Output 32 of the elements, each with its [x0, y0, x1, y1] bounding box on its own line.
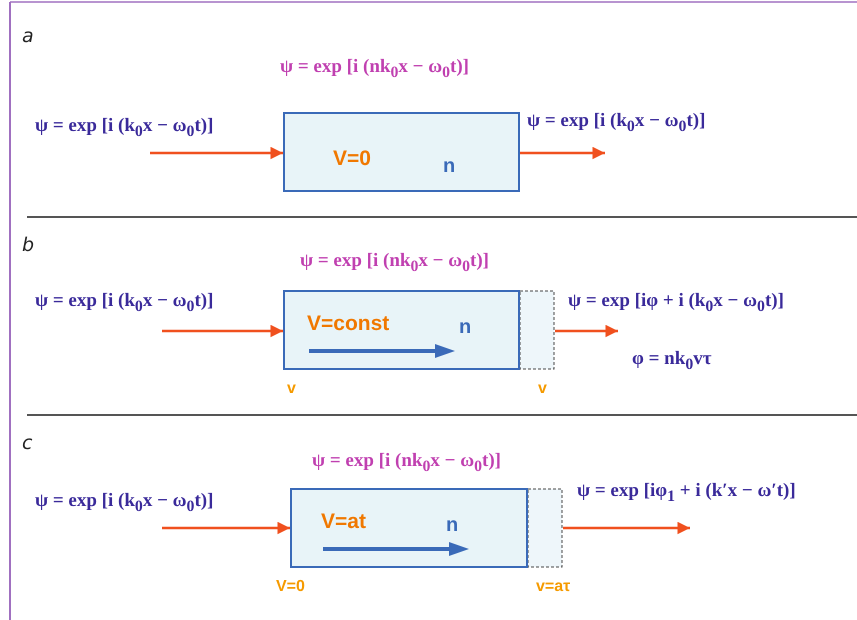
velocity-label: v=aτ — [536, 578, 570, 596]
velocity-label: V=0 — [333, 147, 371, 171]
medium-box — [290, 488, 563, 568]
velocity-label: v — [538, 380, 547, 398]
panel-letter: b — [22, 234, 34, 256]
velocity-label: V=at — [321, 510, 366, 534]
phase-formula: φ = nk$_{0}$vτ — [632, 348, 712, 374]
velocity-label: V=0 — [276, 578, 305, 596]
wave-formula: ψ = exp [i (k$_{0}$x − ω$_{0}$t)] — [35, 115, 214, 141]
wave-formula: ψ = exp [iφ$_{1}$ + i (k′x − ω′t)] — [577, 480, 796, 506]
panel-letter: c — [22, 432, 32, 454]
medium-box — [283, 112, 520, 192]
wave-arrow — [555, 324, 618, 338]
wave-arrow — [162, 522, 290, 534]
wave-arrow — [520, 146, 605, 160]
wave-formula: ψ = exp [i (k$_{0}$x − ω$_{0}$t)] — [35, 490, 214, 516]
wave-formula: ψ = exp [i (nk$_{0}$x − ω$_{0}$t)] — [280, 56, 470, 82]
velocity-label: V=const — [307, 312, 390, 336]
wave-formula: ψ = exp [i (k$_{0}$x − ω$_{0}$t)] — [527, 110, 706, 136]
panel-letter: a — [22, 25, 34, 47]
refractive-index-label: n — [443, 155, 456, 178]
wave-arrow — [162, 324, 283, 338]
wave-arrow — [563, 522, 690, 534]
velocity-label: v — [287, 380, 296, 398]
refractive-index-label: n — [446, 514, 458, 537]
medium-box — [283, 290, 555, 370]
wave-formula: ψ = exp [i (nk$_{0}$x − ω$_{0}$t)] — [300, 250, 490, 276]
wave-arrow — [150, 146, 283, 160]
wave-formula: ψ = exp [i (k$_{0}$x − ω$_{0}$t)] — [35, 290, 214, 316]
wave-formula: ψ = exp [iφ + i (k$_{0}$x − ω$_{0}$t)] — [568, 290, 784, 316]
refractive-index-label: n — [459, 316, 472, 339]
wave-formula: ψ = exp [i (nk$_{0}$x − ω$_{0}$t)] — [312, 450, 502, 476]
